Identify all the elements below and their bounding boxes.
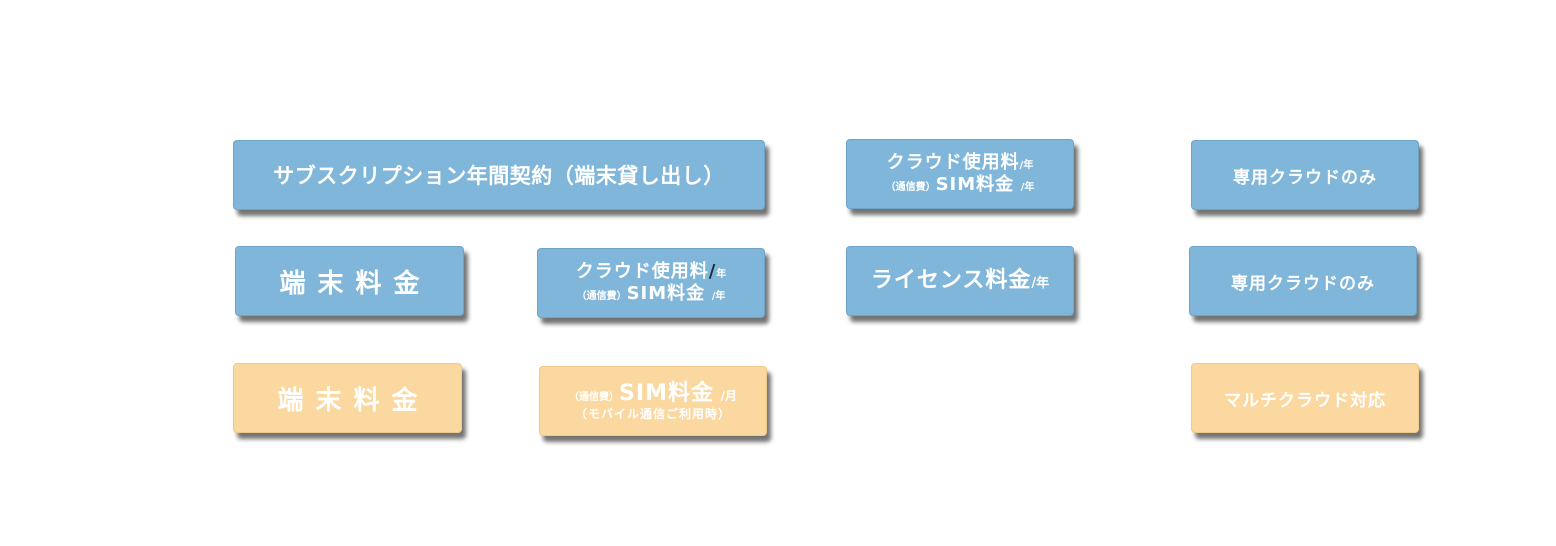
cloud-fee-unit: /年 [1019, 159, 1034, 171]
sim-fee-unit: /年 [711, 291, 726, 302]
sim-fee-label: SIM料金 [619, 380, 714, 406]
device-fee-box-orange: 端末料金 [233, 363, 462, 433]
sim-fee-unit: /月 [720, 388, 737, 403]
cloud-fee-line: クラウド使用料/年 [887, 152, 1034, 175]
cloud-fee-slash: / [708, 260, 717, 282]
mobile-usage-note: （モバイル通信ご利用時） [574, 407, 731, 422]
license-fee-unit: /年 [1031, 276, 1050, 292]
sim-fee-prefix: （通信費） [576, 291, 627, 302]
sim-fee-label: SIM料金 [626, 283, 706, 304]
cloud-fee-unit: 年 [716, 268, 727, 280]
device-fee-box-blue: 端末料金 [235, 246, 464, 316]
subscription-box: サブスクリプション年間契約（端末貸し出し） [233, 140, 765, 210]
dedicated-cloud-label: 専用クラウドのみ [1231, 273, 1375, 294]
sim-fee-prefix: （通信費） [885, 182, 936, 193]
cloud-fee-label: クラウド使用料 [575, 260, 709, 282]
cloud-sim-box-1: クラウド使用料/年 （通信費）SIM料金 /年 [846, 139, 1074, 209]
cloud-fee-line: クラウド使用料/年 [576, 261, 727, 284]
dedicated-cloud-box-1: 専用クラウドのみ [1191, 140, 1419, 210]
multi-cloud-box: マルチクラウド対応 [1191, 363, 1419, 433]
sim-fee-label: SIM料金 [935, 174, 1015, 195]
sim-fee-line: （通信費）SIM料金 /月 [569, 380, 737, 408]
device-fee-label: 端末料金 [279, 268, 432, 299]
cloud-sim-box-2: クラウド使用料/年 （通信費）SIM料金 /年 [537, 248, 765, 318]
cloud-fee-label: クラウド使用料 [886, 151, 1020, 173]
subscription-label: サブスクリプション年間契約（端末貸し出し） [273, 164, 725, 188]
license-fee-label: ライセンス料金 [870, 268, 1032, 294]
sim-fee-unit: /年 [1020, 182, 1035, 193]
sim-fee-prefix: （通信費） [569, 391, 620, 403]
sim-fee-line: （通信費）SIM料金 /年 [577, 283, 726, 306]
license-fee-box: ライセンス料金/年 [846, 246, 1074, 316]
multi-cloud-label: マルチクラウド対応 [1224, 390, 1386, 411]
sim-fee-line: （通信費）SIM料金 /年 [886, 174, 1035, 197]
dedicated-cloud-box-2: 専用クラウドのみ [1189, 246, 1417, 316]
sim-monthly-box: （通信費）SIM料金 /月 （モバイル通信ご利用時） [539, 366, 767, 436]
device-fee-label: 端末料金 [277, 385, 430, 416]
license-fee-line: ライセンス料金/年 [871, 267, 1049, 295]
dedicated-cloud-label: 専用クラウドのみ [1233, 167, 1377, 188]
